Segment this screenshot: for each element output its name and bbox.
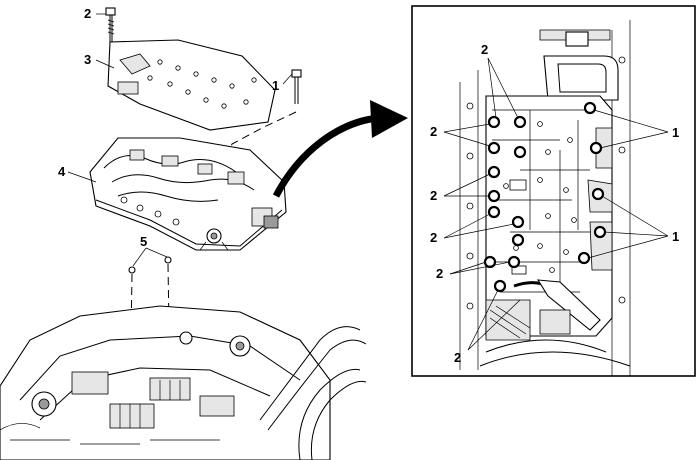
curved-arrow-icon [272,100,408,198]
short-bolt [291,69,302,104]
callout-bolt-long: 2 [84,6,91,21]
callout-bolt-short: 1 [272,78,279,93]
callout-detail-1-lower-right: 1 [672,229,679,244]
transmission-case [0,305,367,460]
callout-detail-2-mid-left: 2 [430,188,437,203]
separator-plate [107,39,276,131]
valve-body [89,137,287,251]
callout-detail-2-lower-left: 2 [430,230,437,245]
callout-detail-2-top: 2 [481,42,488,57]
callout-detail-1-upper-right: 1 [672,125,679,140]
detail-leaders [443,57,669,351]
leader-plate [95,59,115,69]
callout-detail-2-bottom: 2 [454,350,461,365]
callout-detail-2-lower: 2 [436,266,443,281]
callout-plate: 3 [84,52,91,67]
callout-dowel-pins: 5 [140,234,147,249]
leader-bolt-short [282,73,293,85]
callout-detail-2-upper-left: 2 [430,124,437,139]
bolt-location-markers [483,101,607,293]
leader-valve-body [67,171,97,183]
callout-valve-body: 4 [58,164,66,179]
